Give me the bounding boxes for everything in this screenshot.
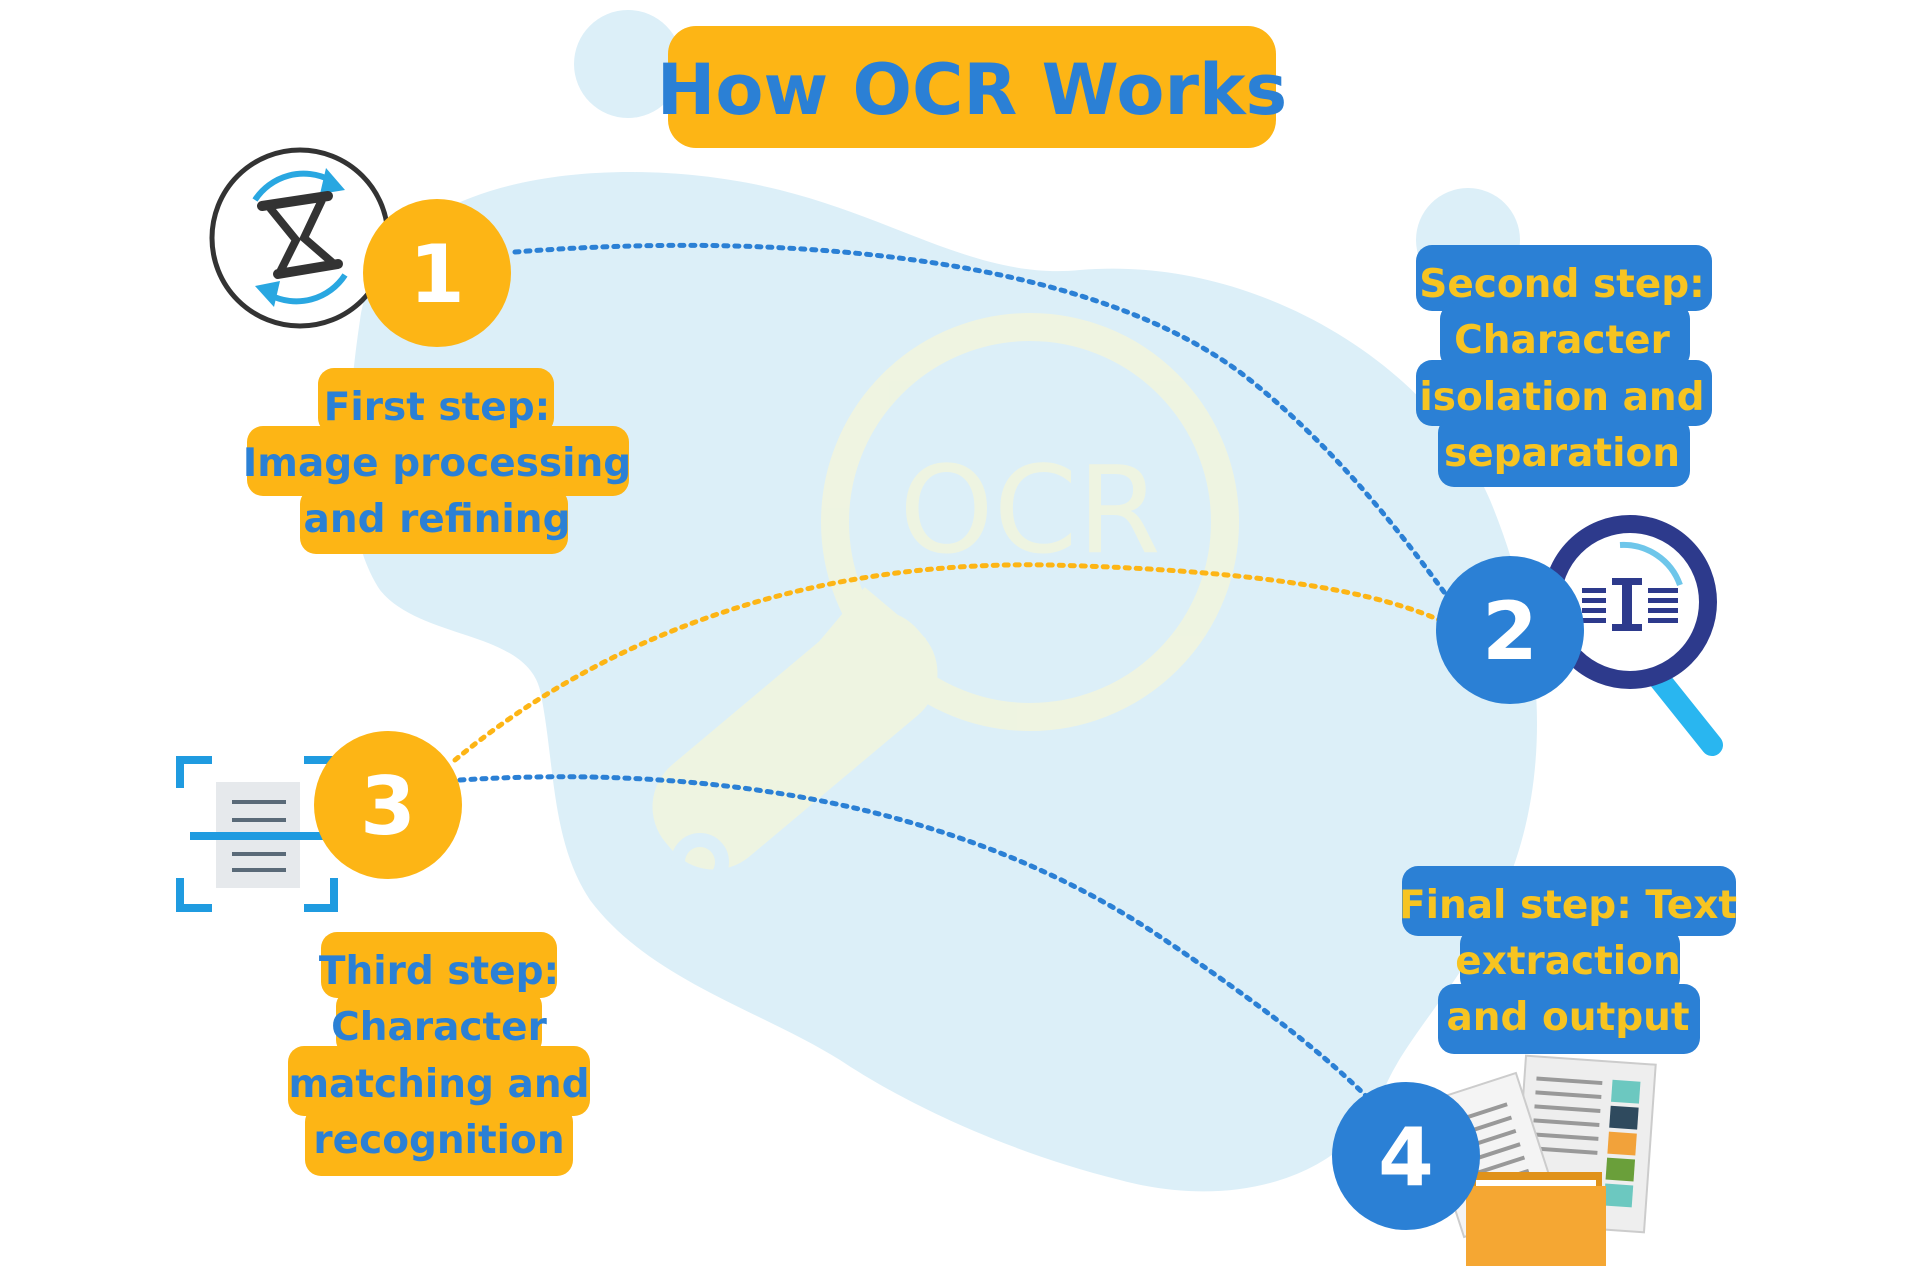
ocr-magnifier-watermark: OCR [652,313,1239,891]
step-2-line-3: isolation and [1419,375,1704,420]
step-4-number: 4 [1378,1111,1434,1204]
step-4-label-box: Final step: Text extraction and output [1399,866,1737,1054]
step-1-label-box: First step: Image processing and refinin… [243,368,631,554]
step-4: Final step: Text extraction and output [1332,866,1737,1266]
step-1-line-3: and refining [304,497,571,542]
step-2-line-4: separation [1444,431,1680,476]
step-2-line-2: Character [1454,318,1670,363]
step-3-number: 3 [360,760,416,853]
connector-1-to-2 [512,242,1453,603]
title-badge: How OCR Works [657,26,1287,148]
step-1-number: 1 [409,228,465,321]
step-2-line-1: Second step: [1419,262,1705,307]
document-scan-icon [176,756,338,912]
watermark-text: OCR [899,442,1161,581]
connector-3-to-4 [457,774,1373,1103]
step-3-line-2: Character [331,1005,547,1050]
connector-lines [452,242,1453,1103]
step-4-line-2: extraction [1455,939,1681,984]
step-4-circle [1332,1082,1480,1230]
step-2-circle [1436,556,1584,704]
step-2-label-box: Second step: Character isolation and sep… [1416,245,1712,487]
step-1: 1 First step: Image processing and refin… [209,147,631,554]
documents-folder-icon [1419,1054,1657,1266]
step-1-line-1: First step: [324,385,551,430]
step-2: Second step: Character isolation and sep… [1416,245,1723,756]
step-3-line-1: Third step: [319,949,559,994]
step-1-circle [363,199,511,347]
step-3-circle [314,731,462,879]
step-4-line-3: and output [1446,995,1689,1040]
step-1-line-2: Image processing [243,441,631,486]
step-3-label-box: Third step: Character matching and recog… [288,932,590,1176]
step-4-line-1: Final step: Text [1399,883,1737,928]
connector-3-to-2 [452,562,1453,763]
step-3: 3 Third step: Character matching and rec… [176,731,590,1176]
page-title: How OCR Works [657,49,1287,131]
step-3-line-4: recognition [313,1118,564,1163]
step-3-line-3: matching and [288,1062,589,1107]
hourglass-refresh-icon [209,147,391,329]
step-2-number: 2 [1482,585,1538,678]
